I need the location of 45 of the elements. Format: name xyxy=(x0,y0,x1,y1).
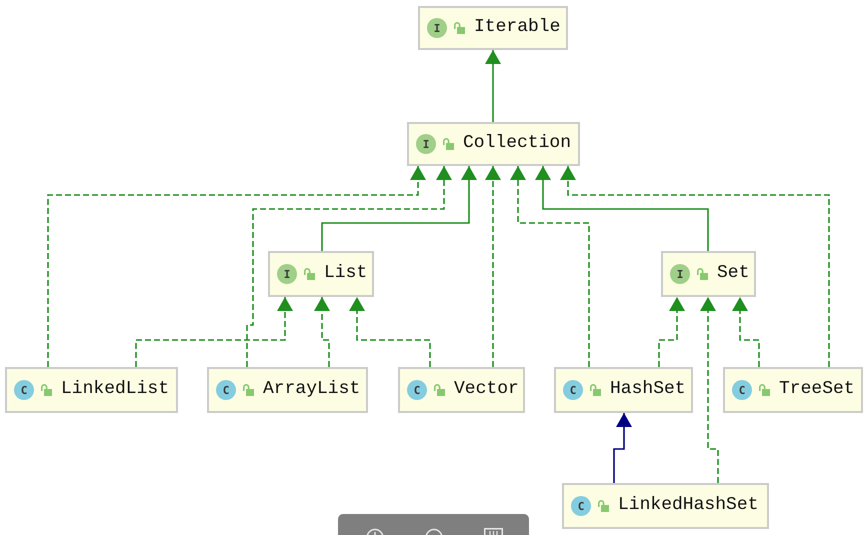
interface-box xyxy=(407,122,580,166)
class-box xyxy=(723,367,863,413)
dashed-arrow xyxy=(560,166,830,367)
dashed-arrow xyxy=(135,297,293,367)
class-name: LinkedHashSet xyxy=(618,495,758,517)
dashed-arrow xyxy=(510,166,590,367)
class-badge: C xyxy=(407,380,427,400)
class-name: Vector xyxy=(454,379,519,401)
interface-name: Collection xyxy=(463,133,572,155)
arrow xyxy=(321,166,477,251)
class-box xyxy=(562,483,769,529)
dashed-arrow xyxy=(349,297,431,367)
class-badge: C xyxy=(216,380,236,400)
interface-box xyxy=(418,6,568,50)
interface-box xyxy=(268,251,374,297)
class-name: LinkedList xyxy=(61,379,170,401)
arrow xyxy=(485,50,501,122)
class-box xyxy=(398,367,525,413)
class-box xyxy=(5,367,178,413)
arrow xyxy=(613,413,632,483)
dashed-arrow xyxy=(314,297,330,367)
dashed-arrow xyxy=(246,166,452,367)
interface-badge: I xyxy=(427,18,447,38)
dashed-arrow xyxy=(47,166,426,367)
class-badge: C xyxy=(563,380,583,400)
class-badge: C xyxy=(732,380,752,400)
class-name: ArrayList xyxy=(263,379,360,401)
class-box xyxy=(207,367,368,413)
interface-badge: I xyxy=(670,264,690,284)
class-badge: C xyxy=(14,380,34,400)
class-name: TreeSet xyxy=(779,379,855,401)
arrow xyxy=(535,166,709,251)
dashed-arrow xyxy=(700,297,719,483)
class-badge: C xyxy=(571,496,591,516)
class-name: HashSet xyxy=(610,379,686,401)
dashed-arrow xyxy=(732,297,760,367)
dashed-arrow xyxy=(658,297,685,367)
dashed-arrow xyxy=(485,166,501,367)
interface-badge: I xyxy=(416,134,436,154)
interface-name: Set xyxy=(717,263,750,285)
interface-name: List xyxy=(324,263,368,285)
interface-badge: I xyxy=(277,264,297,284)
interface-box xyxy=(661,251,756,297)
class-box xyxy=(554,367,693,413)
interface-name: Iterable xyxy=(474,17,560,39)
